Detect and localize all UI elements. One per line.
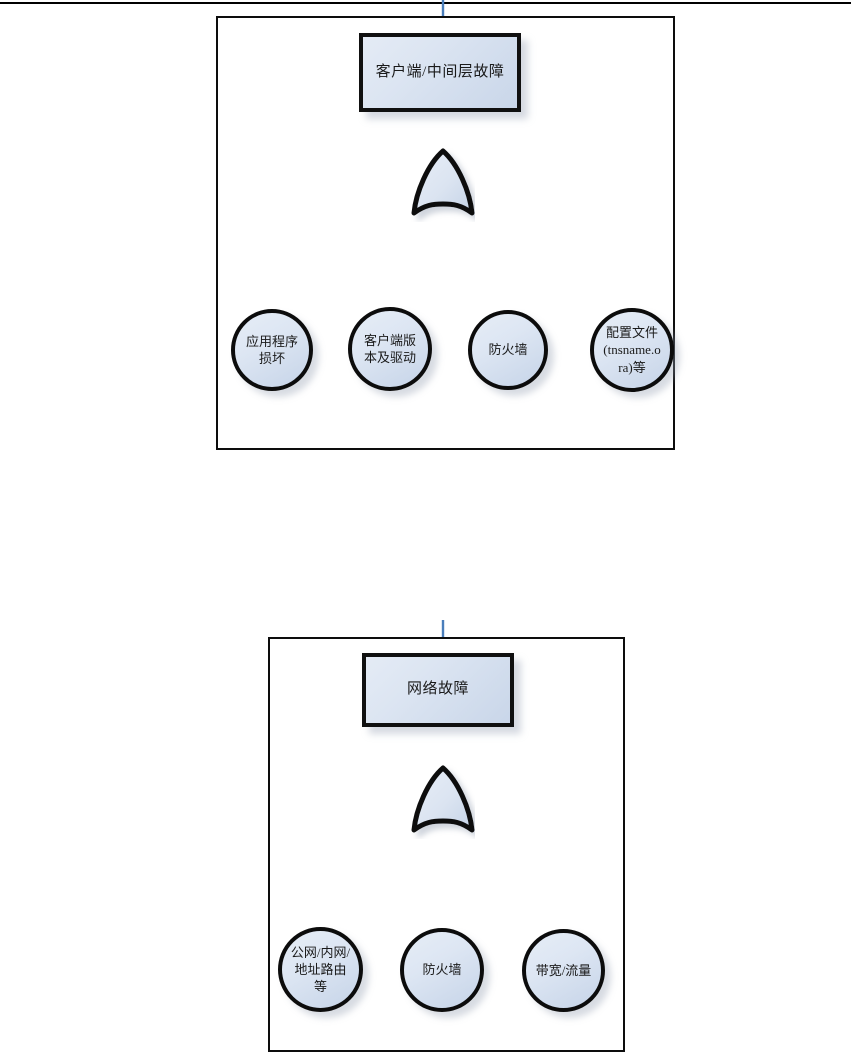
basic-event-label: 客户端版 本及驱动 (363, 332, 416, 365)
basic-event-circle[interactable]: 客户端版 本及驱动 (348, 307, 432, 391)
basic-event-label: 带宽/流量 (535, 962, 592, 978)
top-event-box-client[interactable]: 客户端/中间层故障 (359, 33, 521, 112)
basic-event-label: 公网/内网/ 地址路由 等 (290, 944, 351, 995)
basic-event-circle[interactable]: 防火墙 (468, 310, 548, 390)
basic-event-circle[interactable]: 带宽/流量 (522, 929, 605, 1012)
or-gate-network[interactable] (411, 765, 475, 839)
basic-event-circle[interactable]: 应用程序 损坏 (231, 309, 313, 391)
basic-event-label: 防火墙 (488, 342, 528, 358)
basic-event-circle[interactable]: 配置文件 (tnsname.o ra)等 (590, 308, 674, 392)
basic-event-label: 防火墙 (422, 962, 462, 978)
basic-event-circle[interactable]: 防火墙 (400, 928, 484, 1012)
basic-event-label: 配置文件 (tnsname.o ra)等 (603, 325, 661, 375)
basic-event-circle[interactable]: 公网/内网/ 地址路由 等 (278, 927, 363, 1012)
basic-event-label: 应用程序 损坏 (245, 333, 298, 366)
page-top-rule (0, 2, 851, 4)
top-event-box-network[interactable]: 网络故障 (362, 653, 514, 727)
or-gate-client[interactable] (411, 148, 475, 222)
